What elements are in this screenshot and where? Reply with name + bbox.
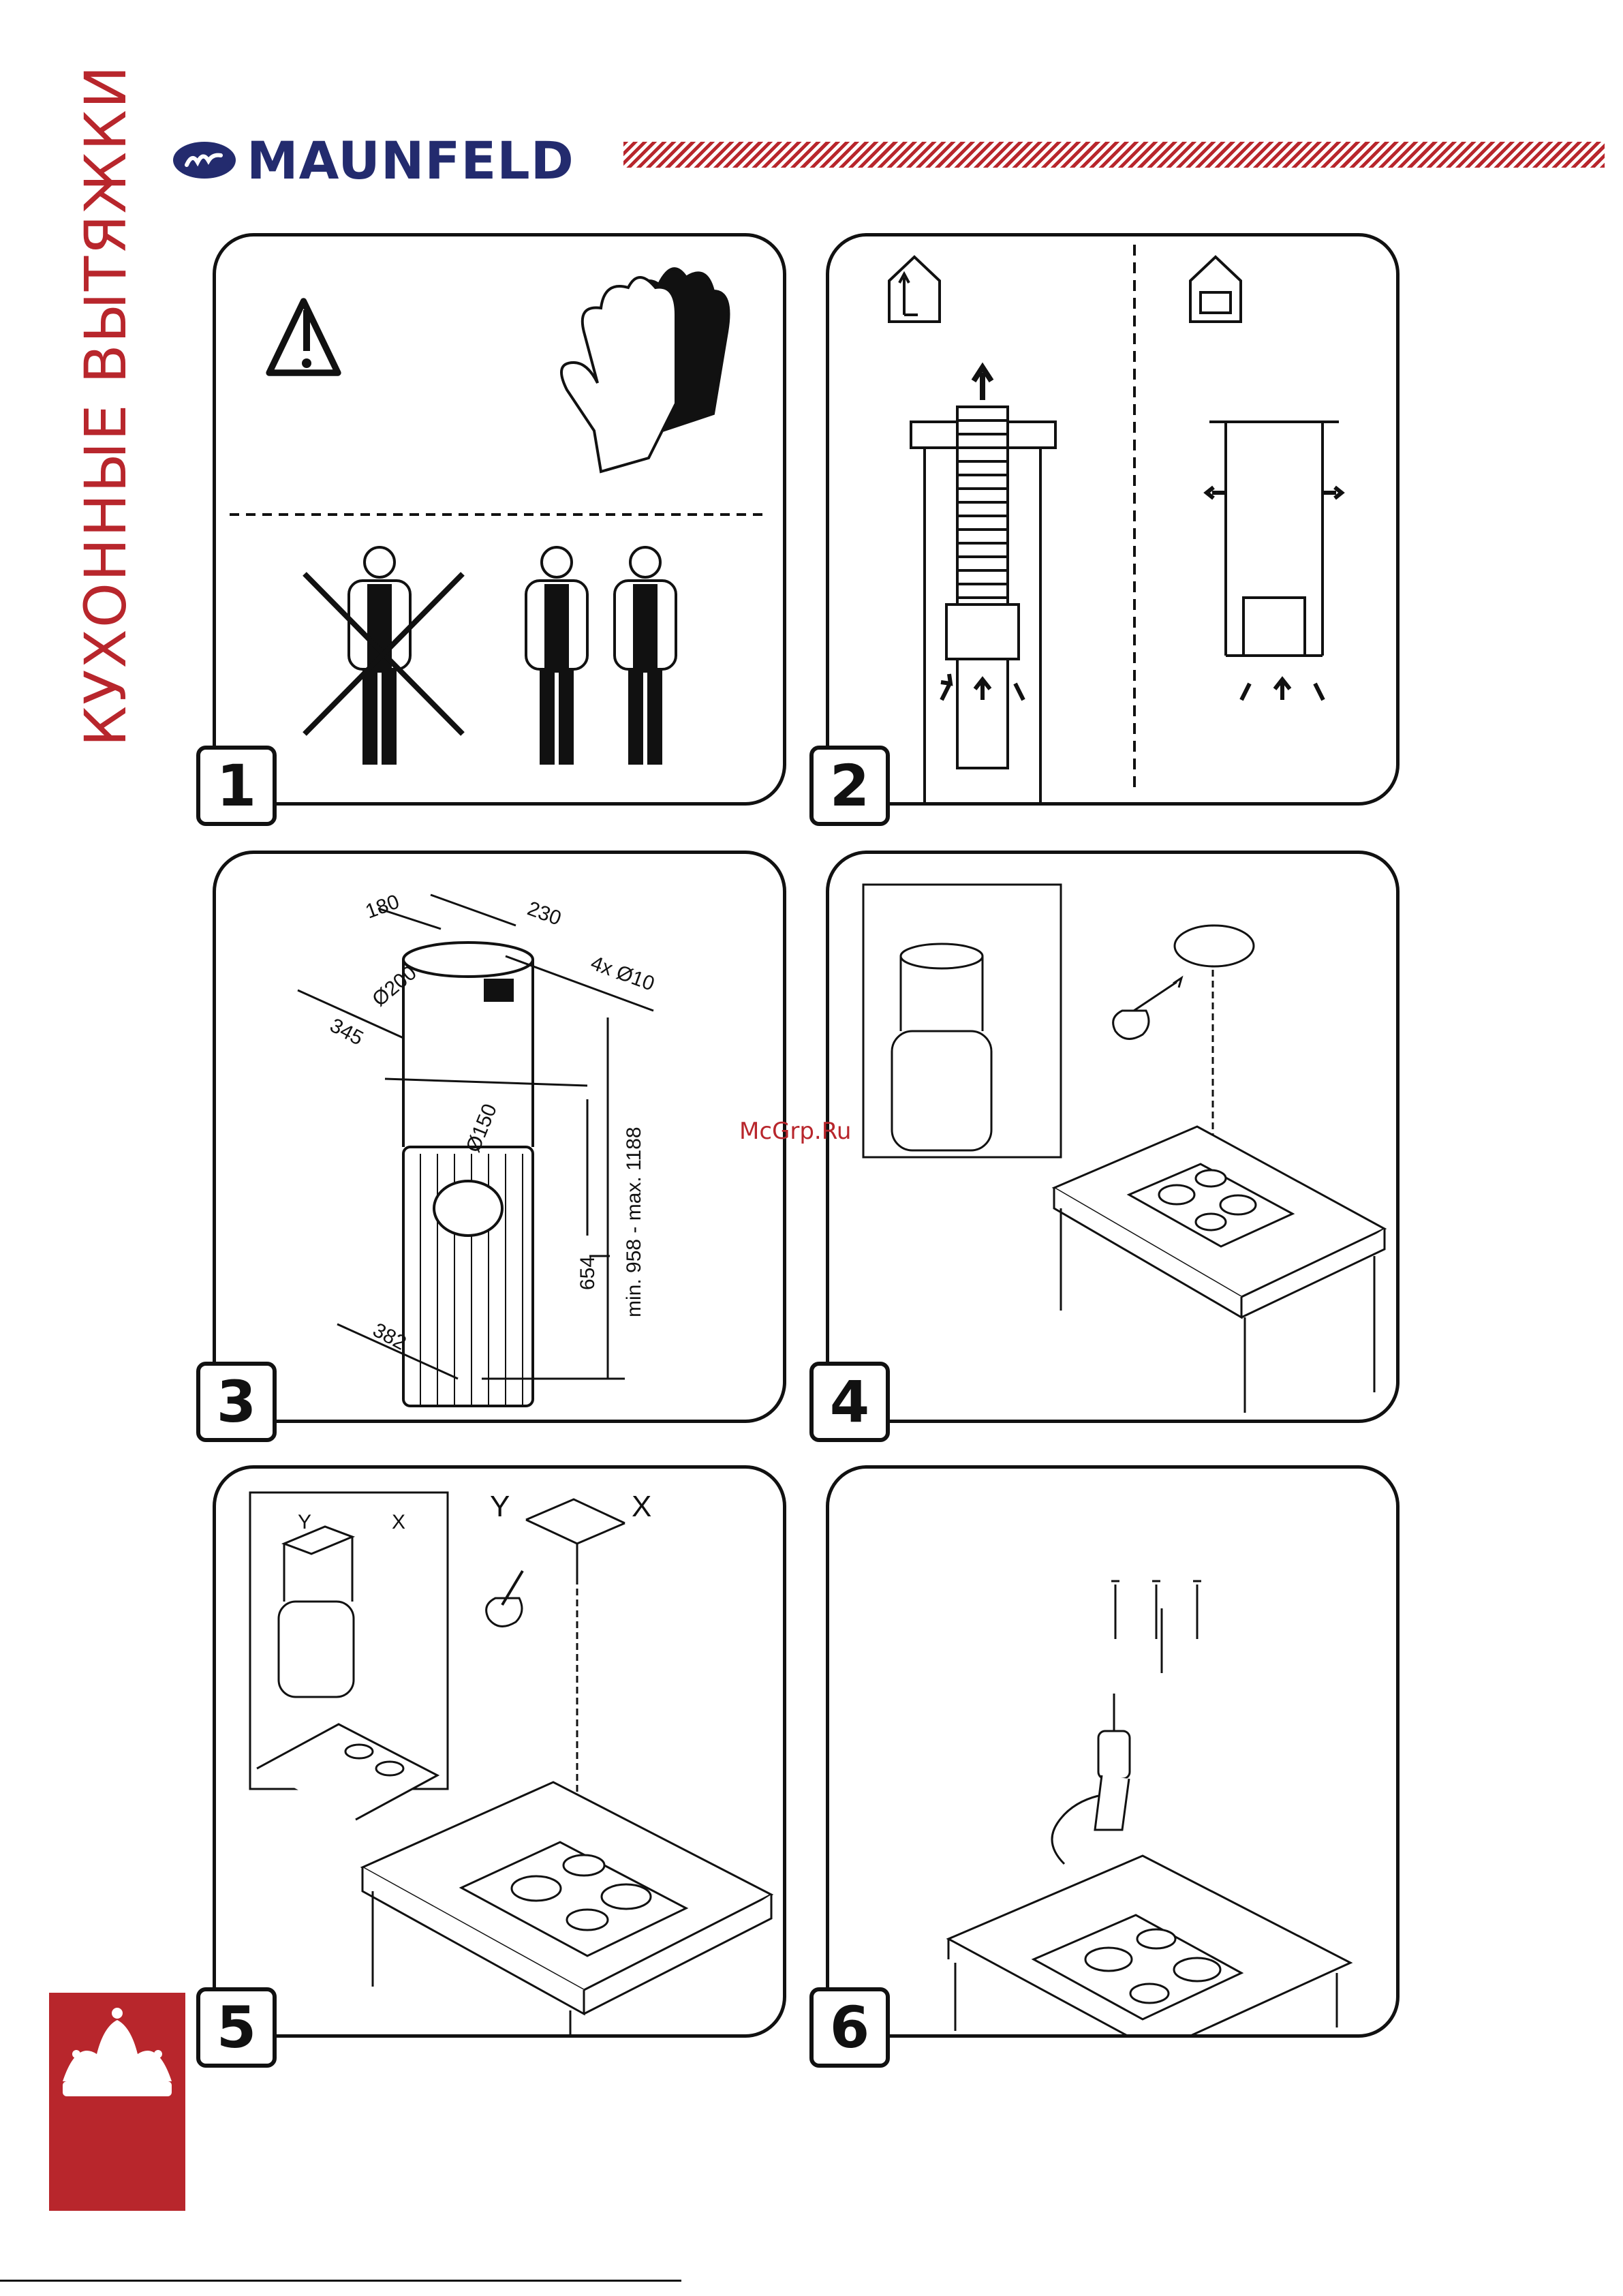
step-5-illustration: Y X Y X [216,1469,783,2034]
step-6-illustration [829,1469,1396,2034]
crown-icon [49,1993,185,2211]
axis-x: X [632,1490,651,1523]
crest-badge [49,1993,185,2211]
step-4-number: 4 [809,1362,890,1442]
hood-inset [250,1493,448,1820]
step-3-panel: 180 230 4x Ø10 Ø200 345 Ø150 654 min. 95… [213,851,786,1423]
step-5-panel: Y X Y X [213,1465,786,2038]
hand-pencil-icon [486,1571,523,1626]
step-6-number: 6 [809,1987,890,2068]
exhaust-mode-diagram [911,367,1055,802]
step-6-panel [826,1465,1400,2038]
step-3-number: 3 [196,1362,277,1442]
axis-y: Y [490,1490,510,1523]
bottom-rule [0,2280,681,2282]
watermark: McGrp.Ru [739,1118,851,1145]
two-persons-icon [526,547,676,765]
hood-inset [863,885,1061,1157]
drill-icon [1052,1694,1130,1864]
step-5-number: 5 [196,1987,277,2068]
dim-range: min. 958 - max. 1188 [623,1127,645,1317]
step-2-illustration [829,236,1396,802]
step-4-illustration [829,854,1396,1420]
cooktop-counter [1054,1127,1385,1413]
inset-axis-y: Y [298,1511,311,1533]
wall-plugs [1111,1581,1201,1673]
dim-230: 230 [525,898,564,930]
brand-logo: MAUNFELD [172,129,574,191]
warning-icon [269,301,338,373]
hand-pencil-icon [1113,1011,1149,1039]
cooktop-counter [948,1856,1350,2034]
brand-emblem-icon [172,140,237,180]
hood-cylinder [403,943,533,1406]
brand-name: MAUNFELD [247,130,574,191]
step-4-panel [826,851,1400,1423]
sidebar-title: КУХОННЫЕ ВЫТЯЖКИ [75,140,136,671]
step-2-number: 2 [809,746,890,826]
house-exhaust-icon [889,257,940,322]
step-3-illustration: 180 230 4x Ø10 Ø200 345 Ø150 654 min. 95… [216,854,783,1420]
gloves-icon [561,269,729,472]
recirculation-mode-diagram [1207,422,1342,700]
step-1-illustration [216,236,783,802]
step-1-panel [213,233,786,806]
house-recirculation-icon [1190,257,1241,322]
step-1-number: 1 [196,746,277,826]
cooktop-counter [362,1782,771,2034]
dim-180: 180 [362,890,402,923]
dim-holes: 4x Ø10 [588,952,658,996]
inset-axis-x: X [392,1511,405,1533]
header-hatch-band [623,142,1605,168]
dim-654: 654 [576,1256,599,1290]
xy-marking [526,1499,625,1837]
step-2-panel [826,233,1400,806]
